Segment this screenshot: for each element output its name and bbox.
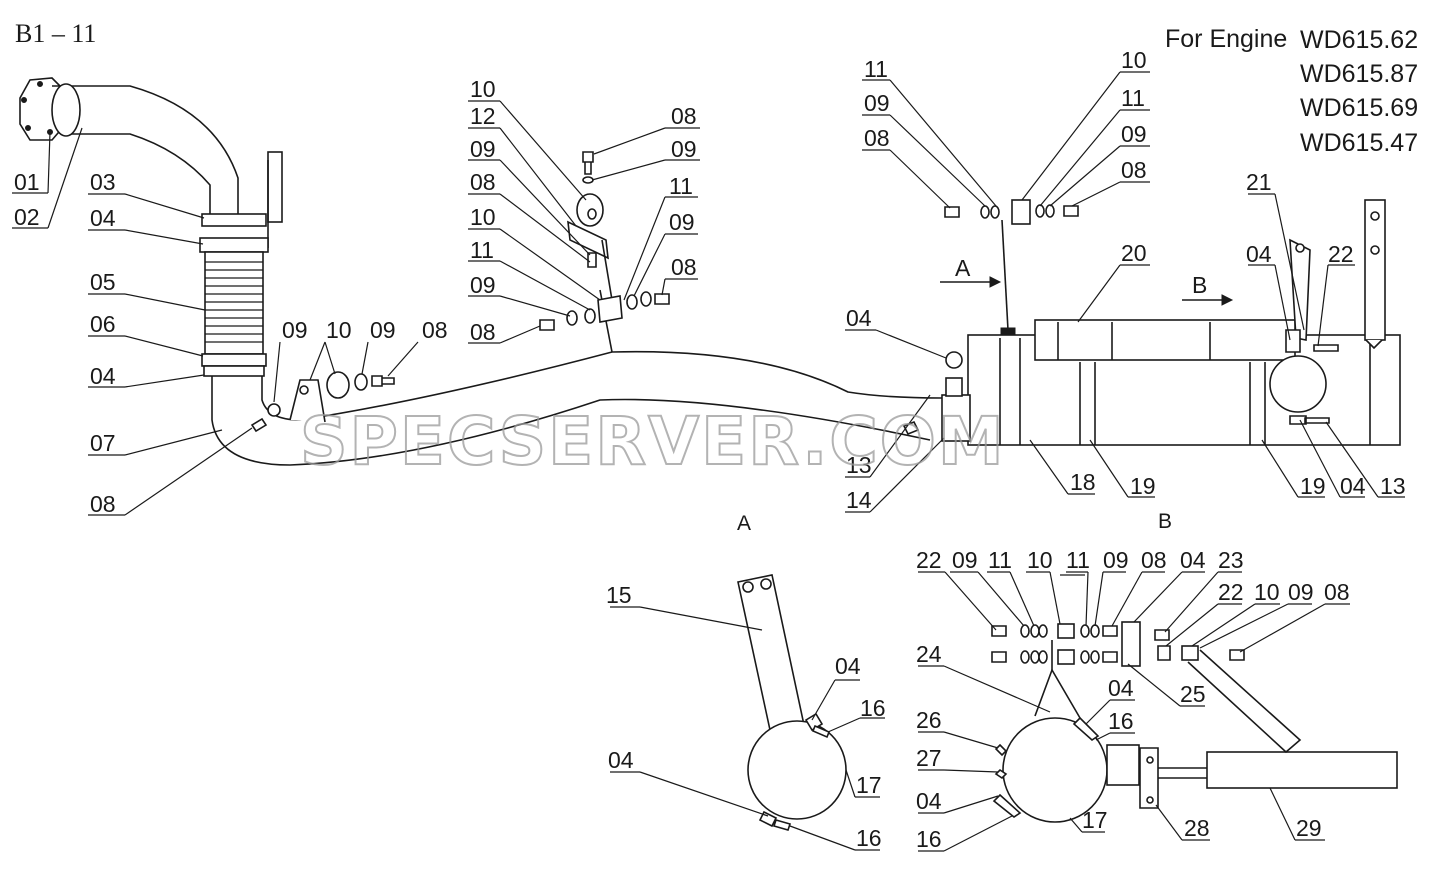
- diagram-title: B1 – 11: [15, 19, 96, 48]
- engine-model-1: WD615.62: [1300, 26, 1418, 54]
- callout-08j: 08: [1324, 579, 1350, 605]
- callout-08i: 08: [1141, 547, 1167, 573]
- callout-10d: 10: [1121, 47, 1147, 73]
- callout-25: 25: [1180, 681, 1206, 707]
- callout-19b: 19: [1300, 473, 1326, 499]
- callout-09f: 09: [669, 209, 695, 235]
- callout-08a: 08: [90, 491, 116, 517]
- callout-16b: 16: [856, 825, 882, 851]
- part-number-callouts: 01 02 03 04 05 06 04 07 08 09 10 09 08 1…: [14, 47, 1406, 852]
- callout-16d: 16: [916, 826, 942, 852]
- callout-09c: 09: [470, 136, 496, 162]
- engine-model-3: WD615.69: [1300, 94, 1418, 122]
- callout-04i: 04: [1108, 675, 1134, 701]
- callout-16c: 16: [1108, 708, 1134, 734]
- callout-16a: 16: [860, 695, 886, 721]
- callout-24: 24: [916, 641, 942, 667]
- callout-18: 18: [1070, 469, 1096, 495]
- callout-09k: 09: [1288, 579, 1314, 605]
- view-a-detail: [737, 574, 847, 831]
- callout-22c: 22: [1218, 579, 1244, 605]
- callout-23: 23: [1218, 547, 1244, 573]
- callout-22b: 22: [916, 547, 942, 573]
- callout-12: 12: [470, 103, 496, 129]
- callout-10c: 10: [470, 204, 496, 230]
- callout-09e: 09: [671, 136, 697, 162]
- callout-14: 14: [846, 487, 872, 513]
- callout-09g: 09: [864, 90, 890, 116]
- callout-07: 07: [90, 430, 116, 456]
- callout-04j: 04: [916, 788, 942, 814]
- callout-08f: 08: [671, 254, 697, 280]
- callout-11c: 11: [864, 56, 888, 82]
- callout-10f: 10: [1254, 579, 1280, 605]
- view-b-bolt-stack: [991, 621, 1245, 667]
- callout-08h: 08: [1121, 157, 1147, 183]
- callout-04g: 04: [608, 747, 634, 773]
- callout-26: 26: [916, 707, 942, 733]
- callout-11e: 11: [988, 547, 1012, 573]
- leader-lines: [12, 71, 1405, 852]
- callout-08c: 08: [470, 169, 496, 195]
- callout-06: 06: [90, 311, 116, 337]
- view-a-caption: A: [737, 512, 751, 535]
- callout-19a: 19: [1130, 473, 1156, 499]
- watermark-text: SPECSERVER.COM: [300, 403, 1006, 480]
- callout-08d: 08: [470, 319, 496, 345]
- callout-22a: 22: [1328, 241, 1354, 267]
- callout-09j: 09: [1103, 547, 1129, 573]
- callout-10e: 10: [1027, 547, 1053, 573]
- callout-09d: 09: [470, 272, 496, 298]
- callout-10b: 10: [470, 76, 496, 102]
- callout-27: 27: [916, 745, 942, 771]
- callout-01: 01: [14, 169, 40, 195]
- callout-13b: 13: [1380, 473, 1406, 499]
- callout-09b: 09: [370, 317, 396, 343]
- callout-11b: 11: [669, 173, 693, 199]
- callout-08g: 08: [864, 125, 890, 151]
- callout-03: 03: [90, 169, 116, 195]
- callout-09i: 09: [952, 547, 978, 573]
- flexible-bellows: [204, 251, 264, 355]
- view-b-caption: B: [1158, 510, 1172, 533]
- callout-15: 15: [606, 582, 632, 608]
- callout-05: 05: [90, 269, 116, 295]
- callout-13a: 13: [846, 452, 872, 478]
- callout-04b: 04: [90, 363, 116, 389]
- callout-08e: 08: [671, 103, 697, 129]
- callout-04c: 04: [846, 305, 872, 331]
- view-a-arrow-label: A: [955, 255, 971, 281]
- callout-09a: 09: [282, 317, 308, 343]
- elbow-pipe-inner: [62, 133, 211, 215]
- engine-model-4: WD615.47: [1300, 129, 1418, 157]
- callout-02: 02: [14, 204, 40, 230]
- callout-11f: 11: [1066, 547, 1090, 573]
- engine-prefix: For Engine: [1165, 25, 1287, 53]
- callout-08b: 08: [422, 317, 448, 343]
- callout-11d: 11: [1121, 85, 1145, 111]
- callout-10a: 10: [326, 317, 352, 343]
- callout-04e: 04: [1246, 241, 1272, 267]
- callout-28: 28: [1184, 815, 1210, 841]
- callout-29: 29: [1296, 815, 1322, 841]
- callout-17b: 17: [1082, 807, 1108, 833]
- callout-20: 20: [1121, 240, 1147, 266]
- main-assembly-drawing: A B: [19, 77, 1401, 466]
- callout-04f: 04: [835, 653, 861, 679]
- callout-04h: 04: [1180, 547, 1206, 573]
- callout-11a: 11: [470, 237, 494, 263]
- view-b-arrow-label: B: [1192, 272, 1207, 298]
- callout-21: 21: [1246, 169, 1272, 195]
- callout-09h: 09: [1121, 121, 1147, 147]
- callout-04a: 04: [90, 205, 116, 231]
- callout-04d: 04: [1340, 473, 1366, 499]
- elbow-pipe-outer: [52, 85, 239, 215]
- engine-model-2: WD615.87: [1300, 60, 1418, 88]
- callout-17a: 17: [856, 772, 882, 798]
- view-b-detail: [991, 621, 1398, 823]
